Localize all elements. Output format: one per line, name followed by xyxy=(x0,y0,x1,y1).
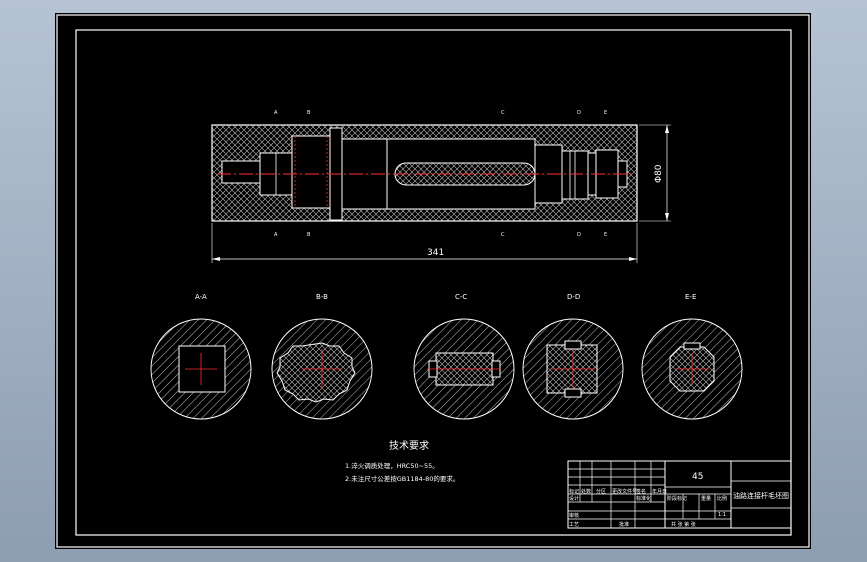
tech-requirements-title: 技术要求 xyxy=(389,439,429,452)
tb-design: 设计 xyxy=(569,495,579,502)
cut-mark-c-bottom: C xyxy=(501,232,505,238)
inner-frame xyxy=(75,29,792,536)
section-c-c: C-C xyxy=(413,293,515,420)
outer-frame xyxy=(56,14,810,548)
tb-weight: 重量 xyxy=(701,495,711,502)
bore-left-end xyxy=(221,160,261,184)
cut-mark-e-bottom: E xyxy=(604,232,607,238)
cut-mark-b-top: B xyxy=(307,110,311,116)
section-d-d: D-D xyxy=(522,293,624,420)
title-block xyxy=(567,460,792,529)
section-label-d: D-D xyxy=(567,293,580,301)
cut-mark-d-top: D xyxy=(577,110,581,116)
tb-scale: 1:1 xyxy=(718,512,726,518)
section-label-a: A-A xyxy=(195,293,207,301)
tb-approve: 批准 xyxy=(619,521,629,528)
tb-review: 审核 xyxy=(569,512,579,519)
tb-change-doc: 更改文件号 xyxy=(612,488,637,495)
tb-sheet-total: 共 张 第 张 xyxy=(671,521,696,528)
tb-process: 工艺 xyxy=(569,522,579,528)
bore-step-2 xyxy=(291,135,331,209)
diameter-dim: Φ80 xyxy=(654,164,664,183)
drawing-sheet: 341 Φ80 A B C D E A B C D E A-A B-B xyxy=(55,13,811,549)
overall-length-dim: 341 xyxy=(427,248,444,258)
section-label-c: C-C xyxy=(455,293,467,301)
tb-count: 处数 xyxy=(581,488,591,495)
cut-mark-d-bottom: D xyxy=(577,232,581,238)
section-label-b: B-B xyxy=(316,293,328,301)
main-section-view: 341 Φ80 A B C D E A B C D E xyxy=(211,110,671,263)
tb-ratio: 比例 xyxy=(717,495,727,502)
tech-requirement-1: 1.淬火调质处理，HRC50~55。 xyxy=(345,461,439,470)
cut-mark-e-top: E xyxy=(604,110,607,116)
tb-zone: 分区 xyxy=(596,488,606,495)
cad-drawing: 341 Φ80 A B C D E A B C D E A-A B-B xyxy=(56,14,810,548)
section-b-b: B-B xyxy=(271,293,373,420)
cut-mark-a-bottom: A xyxy=(274,232,278,238)
tb-mark: 标记 xyxy=(569,488,579,495)
tb-drawing-name: 油路连接杆毛坯图 xyxy=(733,491,789,500)
tb-signature: 签名 xyxy=(636,488,646,495)
section-a-a: A-A xyxy=(150,293,252,420)
cut-mark-a-top: A xyxy=(274,110,278,116)
tb-material: 45 xyxy=(692,472,703,482)
section-label-e: E-E xyxy=(685,293,696,301)
cut-mark-c-top: C xyxy=(501,110,505,116)
tech-requirement-2: 2.未注尺寸公差按GB1184-80的要求。 xyxy=(345,474,459,483)
section-e-e: E-E xyxy=(641,293,743,420)
tb-stage-mark: 阶段标记 xyxy=(667,495,687,502)
cut-mark-b-bottom: B xyxy=(307,232,311,238)
tech-requirements: 技术要求 1.淬火调质处理，HRC50~55。 2.未注尺寸公差按GB1184-… xyxy=(345,439,459,483)
tb-date: 年月日 xyxy=(652,488,667,495)
tb-standardize: 标准化 xyxy=(636,495,651,502)
